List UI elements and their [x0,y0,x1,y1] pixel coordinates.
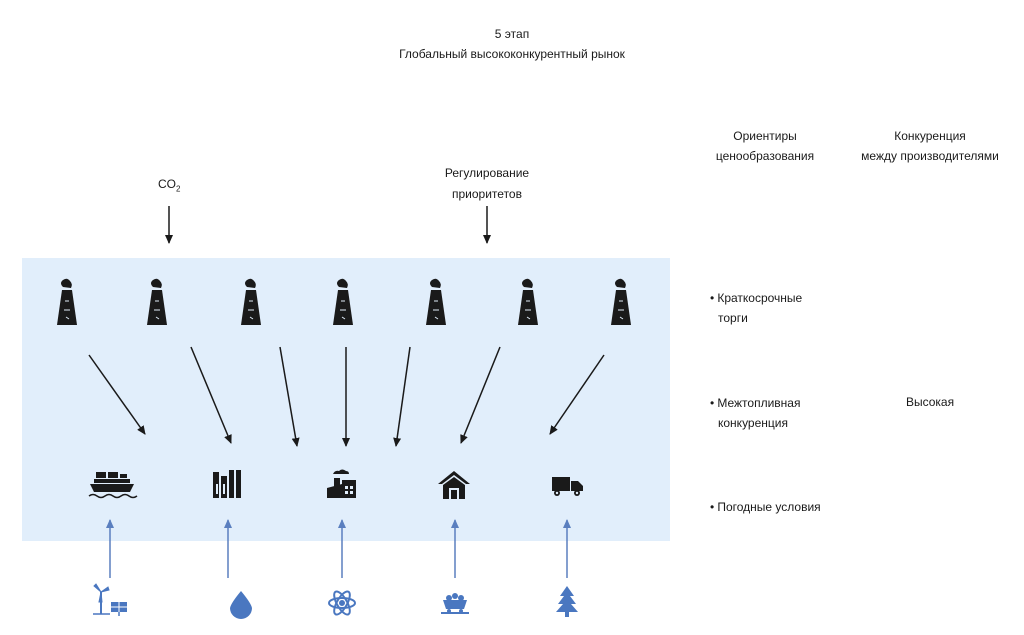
supply-arrow [393,346,411,447]
power-plant-icon [146,278,168,326]
power-plant-icon [425,278,447,326]
atom-icon [328,590,356,616]
factory-icon [213,470,241,498]
co2-label: CO2 [158,177,181,194]
stage-label: 5 этап [494,27,530,41]
competition-header-line2: между производителями [861,149,999,163]
water-drop-icon [230,591,252,619]
power-plant-icon [56,278,78,326]
power-plant-icon [240,278,262,326]
coal-cart-icon [441,593,469,614]
pricing-header-line1: Ориентиры [733,129,797,143]
power-plant-icon [517,278,539,326]
ship-icon [88,472,138,499]
regulation-label-line2: приоритетов [452,187,522,201]
competition-header-line1: Конкуренция [894,129,966,143]
supply-arrow [88,354,146,435]
supply-arrow [460,346,501,444]
industrial-plant-icon [327,469,356,498]
regulation-label-line1: Регулирование [444,166,530,180]
pricing-factor-item: • Межтопливная [710,396,801,410]
truck-icon [552,477,583,496]
power-plant-icon [332,278,354,326]
competition-level: Высокая [905,395,955,409]
tree-icon [556,586,578,617]
supply-arrow [549,354,605,435]
supply-arrow [279,346,300,447]
power-plant-icon [610,278,632,326]
supply-arrow [190,346,232,444]
house-icon [438,471,470,499]
pricing-factor-item-cont: конкуренция [718,416,788,430]
pricing-factor-item: • Погодные условия [710,500,821,514]
pricing-factor-item-cont: торги [718,311,748,325]
page-title: Глобальный высококонкурентный рынок [399,47,625,61]
pricing-factor-item: • Краткосрочные [710,291,803,305]
wind-solar-icon [93,583,127,616]
pricing-header-line2: ценообразования [715,149,815,163]
